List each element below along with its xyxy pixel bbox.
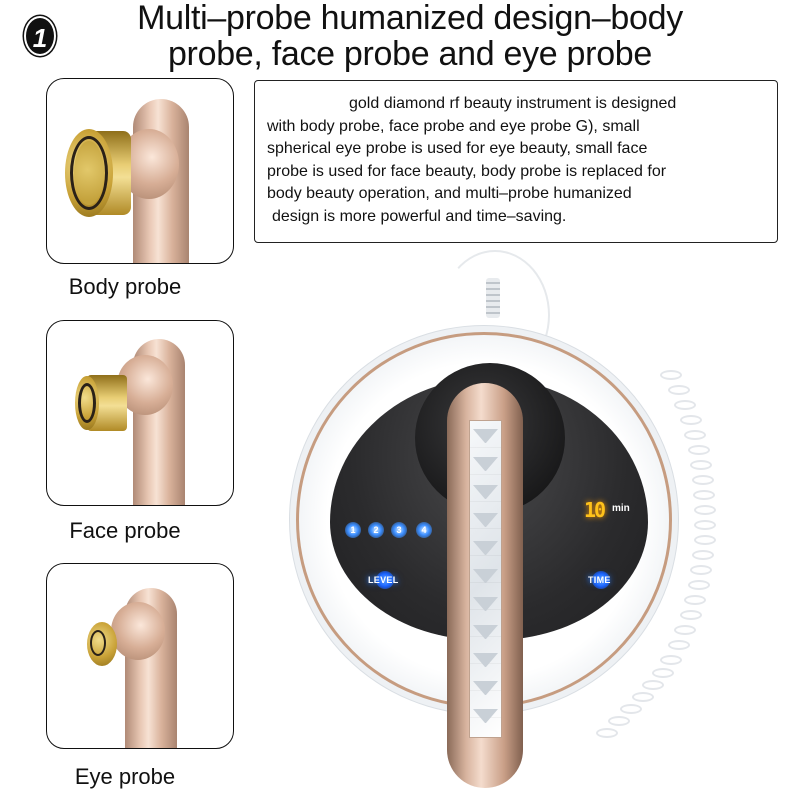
- level-led-2: 2: [368, 522, 384, 538]
- level-led-1: 1: [345, 522, 361, 538]
- description-line: design is more powerful and time–saving.: [272, 207, 567, 225]
- face-probe-image: [46, 320, 234, 506]
- probe-tip-ring: [70, 136, 108, 210]
- title-line-1: Multi–probe humanized design–body: [137, 0, 683, 37]
- body-probe-image: [46, 78, 234, 264]
- face-probe-label: Face probe: [69, 518, 181, 543]
- description-line: spherical eye probe is used for eye beau…: [267, 140, 648, 157]
- page-title: Multi–probe humanized design–body probe,…: [60, 0, 760, 72]
- level-led-3: 3: [391, 522, 407, 538]
- power-cord: [440, 250, 550, 380]
- step-number-badge: 1: [24, 16, 56, 56]
- description-line: probe is used for face beauty, body prob…: [267, 162, 667, 180]
- probe-tip-ring: [90, 630, 106, 656]
- timer-unit: min: [612, 503, 630, 514]
- level-led-4: 4: [416, 522, 432, 538]
- eye-probe-label: Eye probe: [74, 764, 176, 789]
- probe-tip-face: [74, 141, 104, 205]
- level-button-glow: [376, 571, 394, 589]
- timer-display: 10: [584, 498, 606, 522]
- description-line: gold diamond rf beauty instrument is des…: [349, 95, 677, 112]
- time-button-glow: [592, 571, 610, 589]
- probe-tip-ring: [78, 383, 96, 423]
- time-button[interactable]: TIME: [588, 575, 611, 585]
- diamond-pattern-inlay: [469, 420, 502, 738]
- step-number: 1: [32, 23, 48, 53]
- probe-neck: [111, 602, 165, 660]
- eye-probe-image: [46, 563, 234, 749]
- description-line: with body probe, face probe and eye prob…: [267, 117, 640, 135]
- level-button[interactable]: LEVEL: [368, 575, 399, 585]
- description-box: gold diamond rf beauty instrument is des…: [254, 80, 778, 243]
- body-probe-label: Body probe: [68, 274, 182, 299]
- title-line-2: probe, face probe and eye probe: [167, 35, 653, 73]
- description-line: body beauty operation, and multi–probe h…: [267, 185, 632, 202]
- cord-plug: [486, 278, 500, 318]
